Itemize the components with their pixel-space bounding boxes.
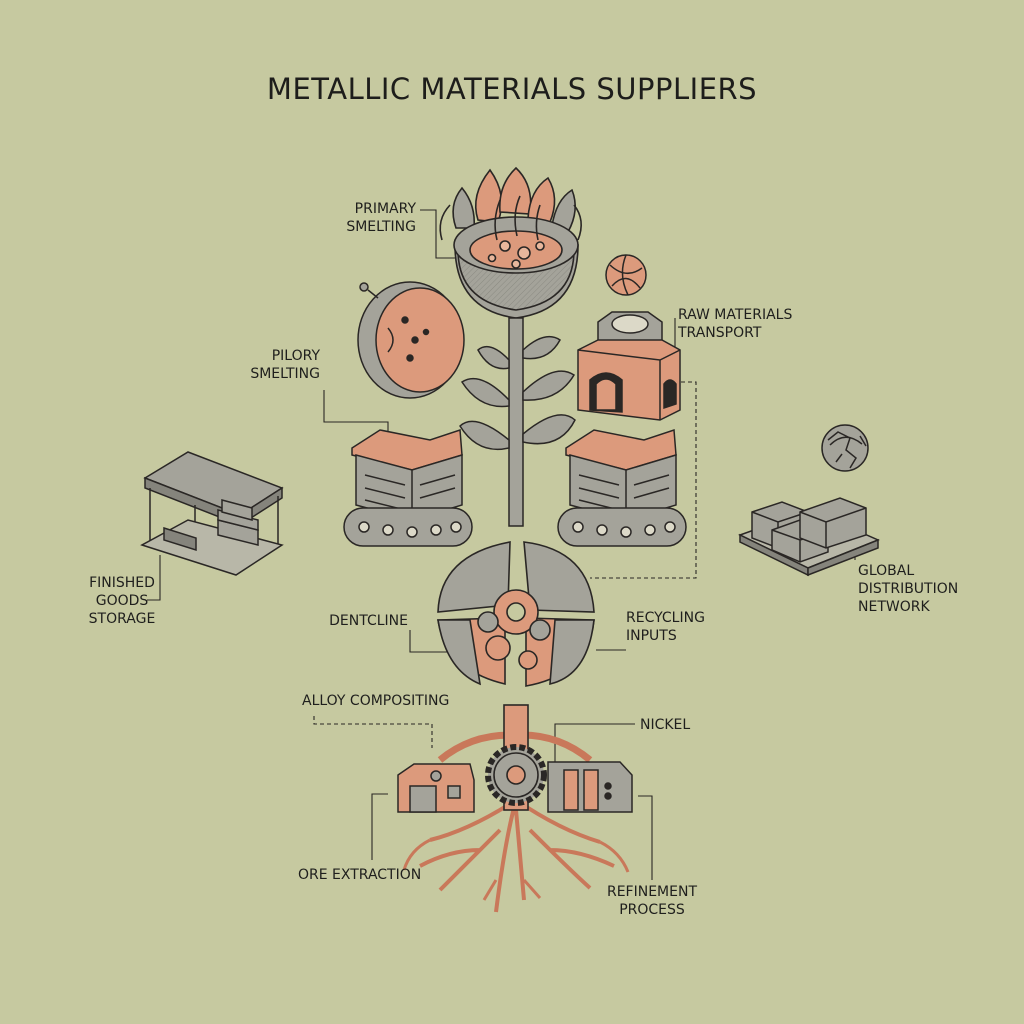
crucible-flower-icon — [439, 166, 582, 319]
stem-with-leaves — [459, 317, 576, 527]
label-primary-smelting: PRIMARY SMELTING — [346, 201, 416, 235]
label-nickel: NICKEL — [640, 717, 691, 733]
diagram-title: METALLIC MATERIALS SUPPLIERS — [266, 72, 758, 106]
label-dentcline: DENTCLINE — [329, 613, 408, 629]
label-pilory-smelting: PILORY SMELTING — [250, 348, 320, 382]
furnace-block-icon — [577, 311, 681, 421]
label-finished-goods-storage: FINISHED GOODS STORAGE — [88, 575, 156, 627]
metal-stacks-icon — [738, 497, 880, 577]
processing-building-icon — [397, 763, 475, 813]
gear-sphere-icon — [437, 541, 595, 687]
globe-icon — [821, 424, 869, 472]
label-raw-materials-transport: RAW MATERIALS TRANSPORT — [678, 307, 793, 341]
label-alloy-compositing: ALLOY COMPOSITING — [302, 693, 450, 709]
label-ore-extraction: ORE EXTRACTION — [298, 867, 422, 883]
warehouse-icon — [140, 451, 284, 576]
label-global-distribution-network: GLOBAL DISTRIBUTION NETWORK — [858, 563, 959, 615]
label-recycling-inputs: RECYCLING INPUTS — [626, 610, 705, 644]
conveyor-box-icon — [557, 428, 687, 547]
copper-sphere-icon — [605, 254, 647, 296]
processing-building-icon — [547, 761, 633, 813]
conveyor-box-icon — [343, 428, 473, 547]
cut-sphere-icon — [357, 281, 465, 399]
label-refinement-process: REFINEMENT PROCESS — [606, 884, 698, 918]
gear-icon — [485, 744, 547, 806]
